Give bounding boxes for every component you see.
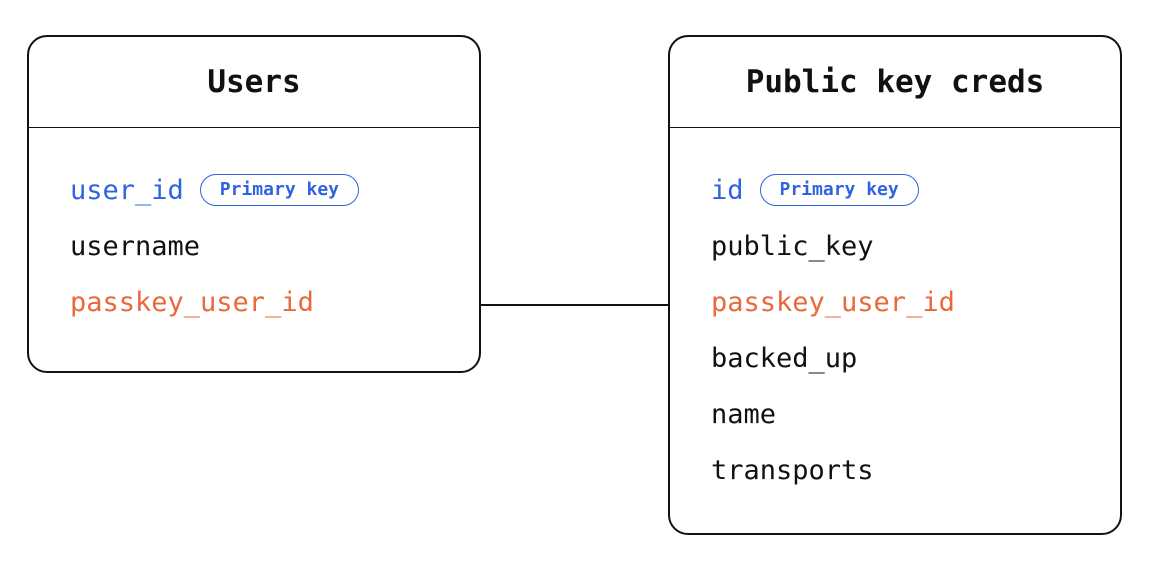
entity-users-title: Users — [29, 37, 479, 128]
field-row[interactable]: transports — [711, 442, 1120, 498]
entity-users-field-list: user_id Primary key username passkey_use… — [29, 128, 479, 371]
entity-public-key-creds[interactable]: Public key creds id Primary key public_k… — [668, 35, 1122, 535]
field-row[interactable]: backed_up — [711, 330, 1120, 386]
field-name-user-id: user_id — [70, 174, 184, 206]
field-name-username: username — [70, 230, 201, 262]
field-row[interactable]: passkey_user_id — [70, 274, 479, 330]
field-row[interactable]: user_id Primary key — [70, 162, 479, 218]
field-row[interactable]: username — [70, 218, 479, 274]
relationship-connector-line — [481, 304, 669, 306]
field-row[interactable]: name — [711, 386, 1120, 442]
field-row[interactable]: public_key — [711, 218, 1120, 274]
field-row[interactable]: id Primary key — [711, 162, 1120, 218]
primary-key-badge: Primary key — [759, 174, 919, 206]
field-name-backed-up: backed_up — [711, 342, 858, 374]
entity-users[interactable]: Users user_id Primary key username passk… — [27, 35, 481, 373]
field-name-id: id — [711, 174, 744, 206]
field-name-transports: transports — [711, 454, 874, 486]
primary-key-badge: Primary key — [199, 174, 360, 206]
field-name-public-key: public_key — [711, 230, 874, 262]
field-name-passkey-user-id: passkey_user_id — [70, 286, 314, 318]
field-name-passkey-user-id: passkey_user_id — [711, 286, 955, 318]
field-name-name: name — [711, 398, 777, 430]
field-row[interactable]: passkey_user_id — [711, 274, 1120, 330]
entity-public-key-creds-title: Public key creds — [670, 37, 1120, 128]
entity-public-key-creds-field-list: id Primary key public_key passkey_user_i… — [670, 128, 1120, 533]
